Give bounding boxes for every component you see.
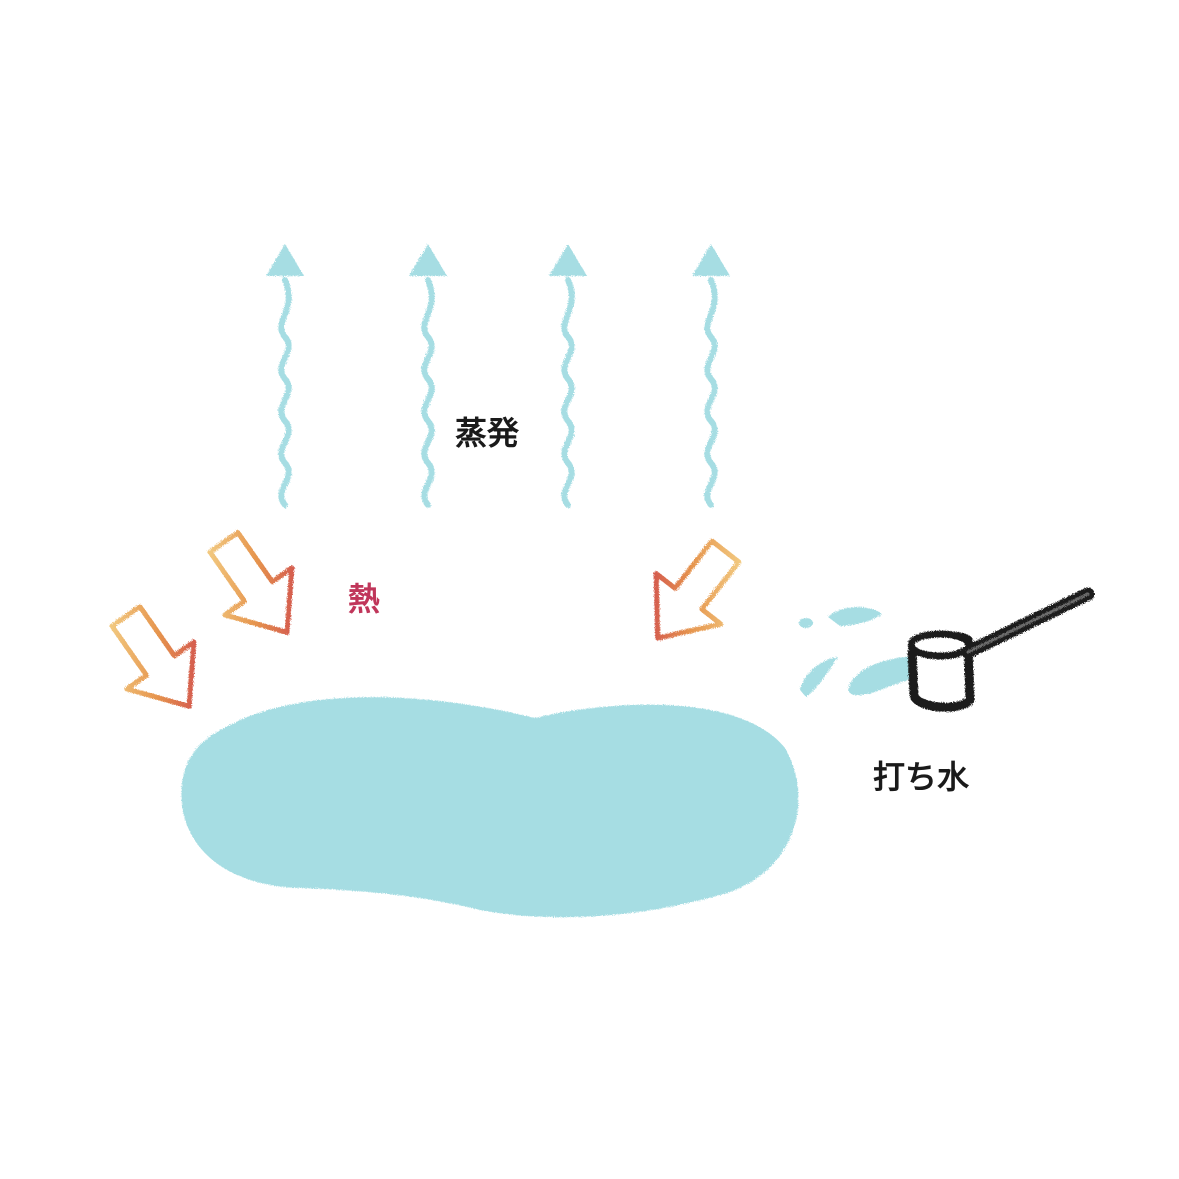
vapor-arrow-1 bbox=[266, 244, 304, 508]
heat-arrow-2 bbox=[109, 603, 197, 709]
heat-arrow-3 bbox=[653, 538, 742, 641]
uchimizu-label: 打ち水 bbox=[873, 758, 970, 796]
water-puddle bbox=[181, 697, 799, 918]
ladle-icon bbox=[907, 587, 1095, 712]
splash-drop-1 bbox=[799, 618, 813, 628]
vapor-arrow-2 bbox=[409, 244, 447, 508]
vapor-arrow-4 bbox=[692, 244, 730, 508]
splash-drop-2 bbox=[828, 607, 882, 626]
evaporation-label: 蒸発 bbox=[455, 414, 520, 452]
heat-label: 熱 bbox=[348, 580, 381, 618]
splash-drop-3 bbox=[800, 657, 838, 697]
heat-arrow-1 bbox=[207, 529, 295, 635]
heat-arrows bbox=[109, 529, 742, 709]
vapor-arrows bbox=[266, 244, 730, 508]
vapor-arrow-3 bbox=[549, 244, 587, 508]
